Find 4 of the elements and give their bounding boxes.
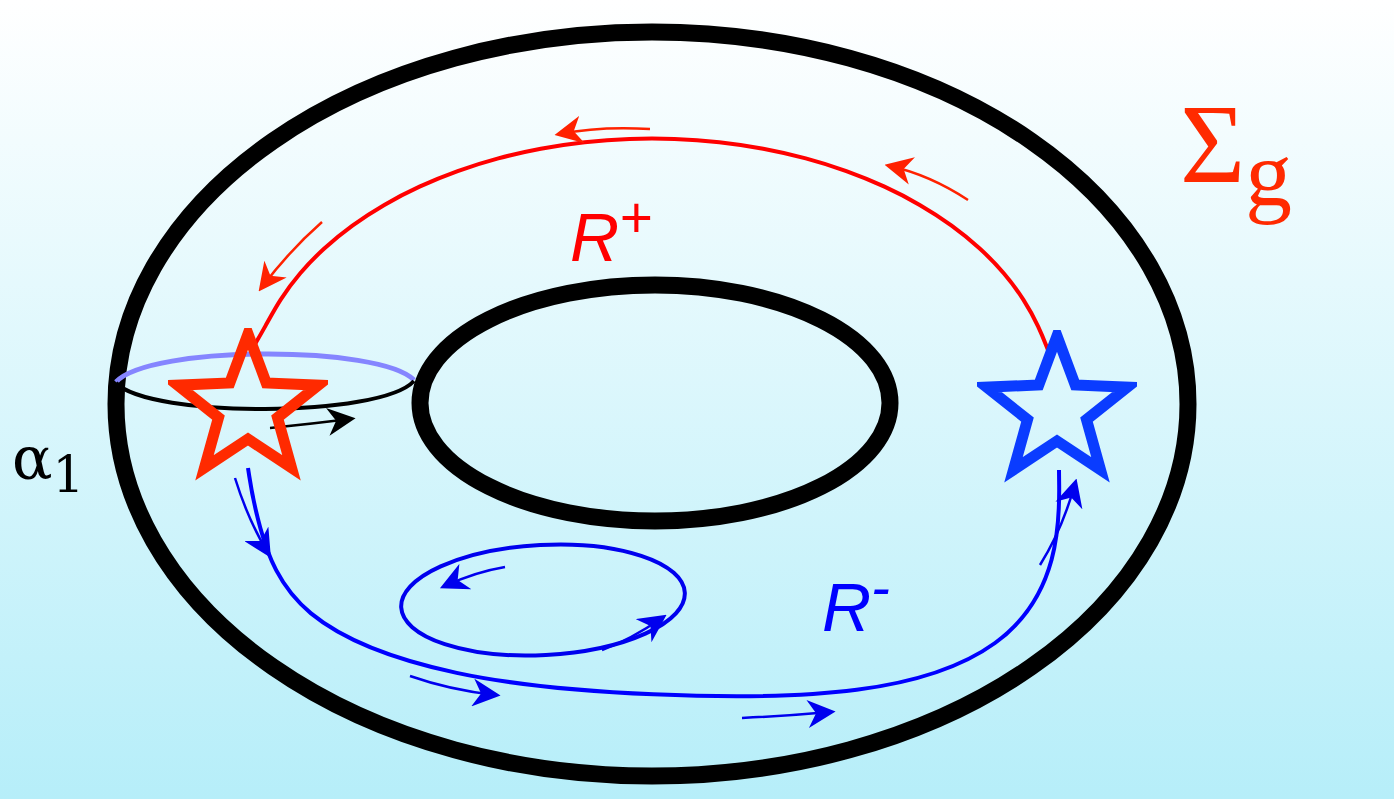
curve	[246, 467, 1062, 699]
cycle-label: α$_{1}$	[12, 428, 85, 500]
edge-label: R$^{+}$	[570, 190, 653, 271]
edge-label: R$^{-}$	[822, 560, 890, 641]
